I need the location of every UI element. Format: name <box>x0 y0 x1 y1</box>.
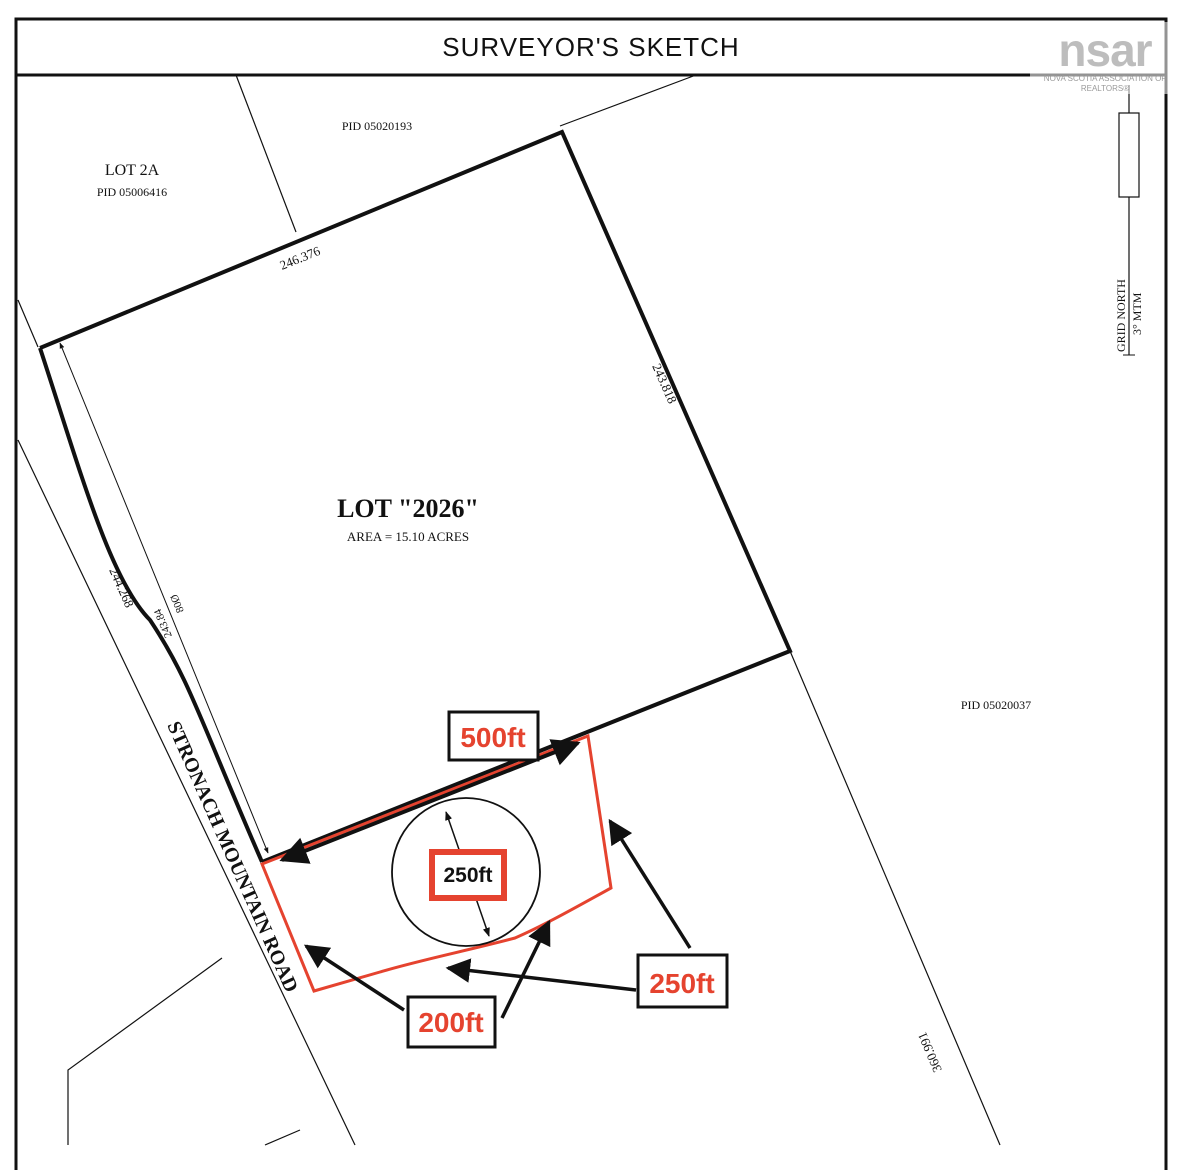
nsar-logo-mark: nsar <box>1058 24 1152 76</box>
callout-center-label: 250ft <box>443 864 492 887</box>
center-circle <box>391 797 541 947</box>
dimension-left: 244.268 <box>106 565 137 610</box>
north-arrow <box>1118 85 1140 356</box>
right-neighbour-pid: PID 05020037 <box>961 698 1031 712</box>
top-neighbour-pid: PID 05020193 <box>342 119 412 133</box>
north-arrow-label-2: 3° MTM <box>1130 292 1144 335</box>
callout-arrows <box>303 818 692 1019</box>
callout-bottom-label: 200ft <box>418 1007 483 1038</box>
north-arrow-label-1: GRID NORTH <box>1114 279 1128 352</box>
neighbour-lot-lines <box>17 74 1001 1146</box>
lot-2a-pid: PID 05006416 <box>97 185 167 199</box>
callout-right: 250ft <box>636 953 729 1009</box>
dimension-right: 243.818 <box>649 361 680 406</box>
nsar-logo-tagline: NOVA SCOTIA ASSOCIATION OF REALTORS® <box>1043 74 1167 93</box>
lot-2a-name: LOT 2A <box>105 162 160 179</box>
left-dimension-line <box>59 342 269 854</box>
dimension-far-right: 360.991 <box>914 1030 944 1075</box>
lot-2026-area: AREA = 15.10 ACRES <box>347 529 469 544</box>
callout-center: 250ft <box>429 849 507 901</box>
sketch-title: SURVEYOR'S SKETCH <box>442 31 740 62</box>
dimension-left-inner-2: 80Ø <box>168 592 186 614</box>
callout-bottom: 200ft <box>406 995 497 1049</box>
top-width-arrow <box>279 739 581 864</box>
dimension-left-inner-1: 243.84 <box>152 607 175 640</box>
callout-top-label: 500ft <box>460 722 525 753</box>
callout-top: 500ft <box>447 710 540 762</box>
callout-right-label: 250ft <box>649 968 714 999</box>
sketch-frame <box>14 17 1168 1170</box>
lot-2026-name: LOT "2026" <box>337 494 479 523</box>
highlight-area-outline <box>260 733 613 993</box>
nsar-logo: nsar NOVA SCOTIA ASSOCIATION OF REALTORS… <box>1030 22 1180 94</box>
